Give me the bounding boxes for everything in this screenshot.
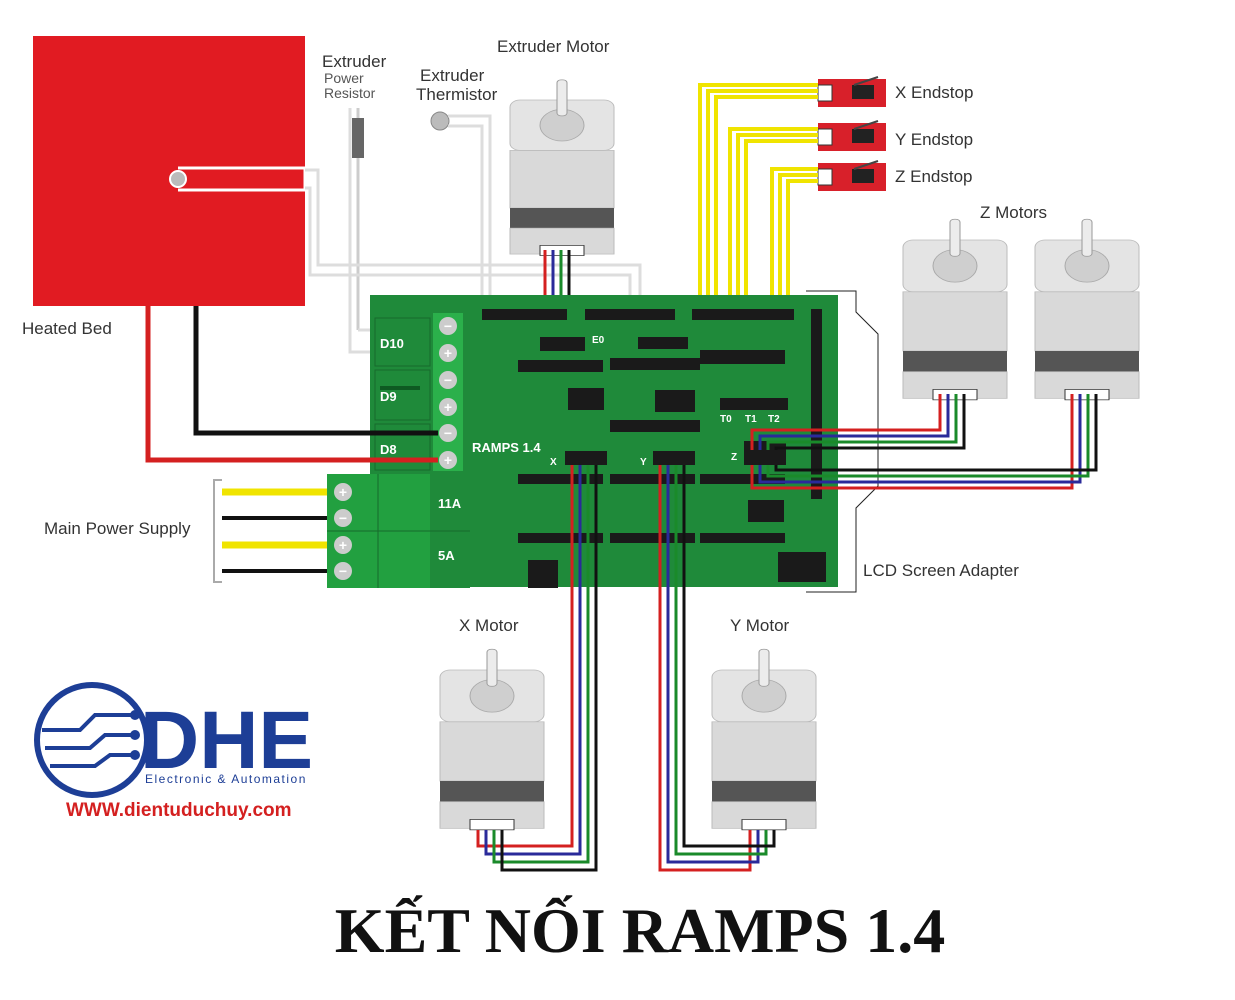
bed-power-positive-wire <box>145 306 438 463</box>
z-motor-left <box>902 218 1008 401</box>
minus-mark: − <box>444 425 452 441</box>
t0-label: T0 <box>720 414 732 425</box>
dhe-logo-mark: DHE <box>140 695 313 786</box>
extruder-power-resistor-label-2: Power <box>324 70 364 86</box>
y-motor-wires <box>658 465 776 872</box>
dhe-logo-url: WWW.dientuduchuy.com <box>66 800 292 821</box>
y-endstop <box>817 120 887 152</box>
fuse-11a-label: 11A <box>438 496 462 511</box>
extruder-motor-label: Extruder Motor <box>497 37 610 56</box>
plus-mark: + <box>339 537 347 553</box>
minus-mark: − <box>444 318 452 334</box>
plus-mark: + <box>339 484 347 500</box>
plus-mark: + <box>444 452 452 468</box>
z-motor-wires <box>750 394 1098 490</box>
main-power-supply-label: Main Power Supply <box>44 519 191 538</box>
plus-mark: + <box>444 399 452 415</box>
d9-label: D9 <box>380 389 397 404</box>
x-motor-label: X Motor <box>459 616 519 635</box>
plus-mark: + <box>444 345 452 361</box>
ramps-board-label: RAMPS 1.4 <box>472 440 541 455</box>
x-endstop <box>817 76 887 108</box>
z-motors-label: Z Motors <box>980 203 1047 222</box>
main-power-supply <box>213 479 327 583</box>
page-title: KẾT NỐI RAMPS 1.4 <box>335 895 945 966</box>
e0-label: E0 <box>592 335 605 346</box>
fuse-5a-label: 5A <box>438 548 455 563</box>
minus-mark: − <box>444 372 452 388</box>
y-motor-label: Y Motor <box>730 616 790 635</box>
extruder-thermistor-label-1: Extruder <box>420 66 485 85</box>
dhe-logo-subtitle: Electronic & Automation <box>145 772 307 786</box>
lcd-adapter-label: LCD Screen Adapter <box>863 561 1019 580</box>
y-motor <box>711 648 817 831</box>
z-endstop <box>817 160 887 192</box>
minus-mark: − <box>339 510 347 526</box>
z-endstop-label: Z Endstop <box>895 167 973 186</box>
d8-label: D8 <box>380 442 397 457</box>
dhe-logo <box>34 682 150 798</box>
t1-label: T1 <box>745 414 757 425</box>
minus-mark: − <box>339 563 347 579</box>
t2-label: T2 <box>768 414 780 425</box>
terminal-polarity-marks: − + − + − + + − + − <box>339 318 452 579</box>
d10-label: D10 <box>380 336 404 351</box>
z-motor-right <box>1034 218 1140 401</box>
heated-bed <box>33 36 307 306</box>
x-motor-wires <box>476 465 598 872</box>
extruder-power-resistor-label-1: Extruder <box>322 52 387 71</box>
z-driver-label: Z <box>731 452 737 463</box>
bed-power-negative-wire <box>193 306 438 436</box>
extruder-thermistor-label-2: Thermistor <box>416 85 498 104</box>
heated-bed-label: Heated Bed <box>22 319 112 338</box>
x-endstop-label: X Endstop <box>895 83 973 102</box>
x-motor <box>439 648 545 831</box>
x-driver-label: X <box>550 457 557 468</box>
y-endstop-label: Y Endstop <box>895 130 973 149</box>
y-driver-label: Y <box>640 457 647 468</box>
lcd-adapter-outline <box>806 290 879 593</box>
extruder-power-resistor-label-3: Resistor <box>324 85 376 101</box>
terminal-screws <box>334 317 457 580</box>
